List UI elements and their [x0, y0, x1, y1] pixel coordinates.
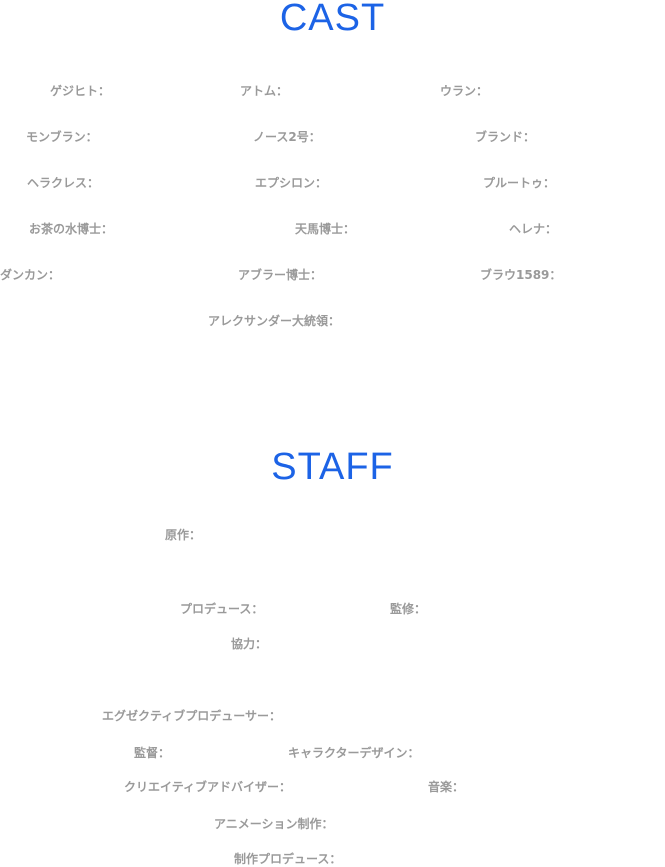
staff-role: 協力： [231, 637, 268, 651]
staff-role: 監修： [390, 602, 427, 616]
cast-role: ブランド： [475, 130, 536, 144]
cast-role: アレクサンダー大統領： [208, 314, 341, 328]
staff-role: エグゼクティブプロデューサー： [102, 709, 282, 723]
cast-role: ヘラクレス： [27, 176, 100, 190]
staff-role: アニメーション制作： [214, 817, 334, 831]
cast-role: ダンカン： [0, 268, 61, 282]
cast-role: ノース2号： [253, 130, 321, 144]
staff-role: プロデュース： [180, 602, 264, 616]
staff-role: 音楽： [428, 780, 465, 794]
staff-role: 制作プロデュース： [234, 852, 342, 866]
cast-role: ウラン： [440, 84, 489, 98]
staff-role: 監督： [134, 746, 171, 760]
cast-role: アブラー博士： [238, 268, 323, 282]
cast-role: モンブラン： [26, 130, 98, 144]
cast-role: ヘレナ： [509, 222, 558, 236]
cast-role: 天馬博士： [295, 222, 356, 236]
staff-role: 原作： [165, 528, 202, 542]
staff-role: キャラクターデザイン： [288, 746, 420, 760]
cast-role: エプシロン： [255, 176, 328, 190]
cast-role: プルートゥ： [483, 176, 556, 190]
cast-title: CAST [279, 0, 386, 39]
cast-role: お茶の水博士： [29, 222, 114, 236]
staff-title: STAFF [271, 446, 394, 488]
staff-role: クリエイティブアドバイザー： [124, 780, 292, 794]
cast-role: アトム： [240, 84, 289, 98]
cast-role: ブラウ1589： [480, 268, 562, 282]
cast-role: ゲジヒト： [50, 84, 111, 98]
